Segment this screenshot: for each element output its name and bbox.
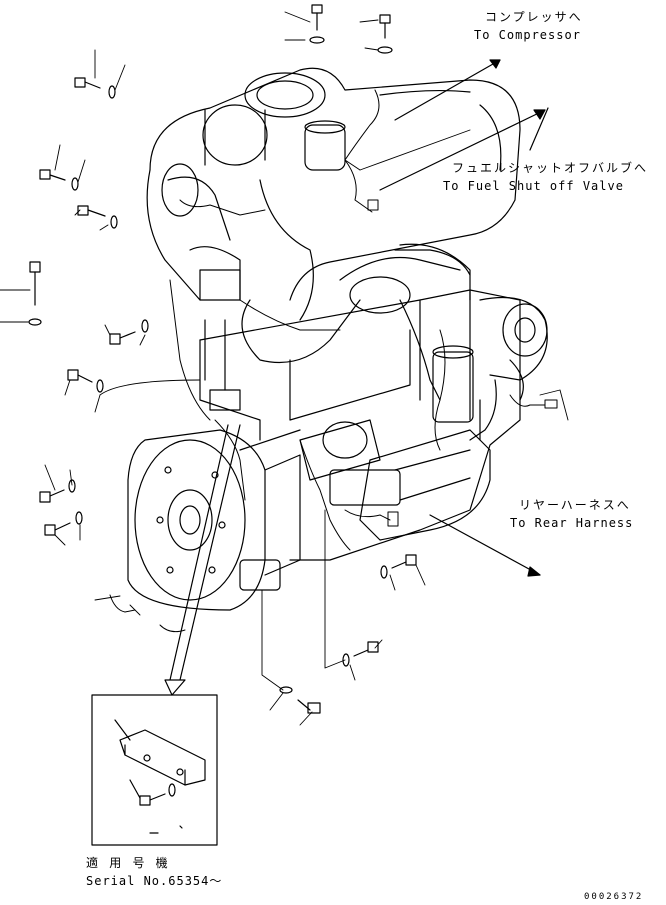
compressor-jp-label: コンプレッサへ xyxy=(485,10,583,24)
air-cleaner-cap xyxy=(202,104,268,166)
flywheel xyxy=(134,439,246,601)
detail-frame xyxy=(91,694,218,846)
serial-detail-box xyxy=(91,694,218,846)
wiring-harness xyxy=(109,89,558,633)
leader-lines xyxy=(0,11,569,726)
document-number: 00026372 xyxy=(584,892,644,902)
detail-bolt xyxy=(139,783,176,806)
engine-assembly xyxy=(127,67,548,611)
bracket xyxy=(119,729,206,786)
bolt-bottom-1 xyxy=(279,686,321,714)
turbo-pipe xyxy=(304,124,346,171)
bolt-left-6 xyxy=(39,479,76,503)
fuel-valve-en-label: To Fuel Shut off Valve xyxy=(443,179,624,193)
fasteners xyxy=(28,4,417,714)
oil-pan xyxy=(359,429,491,541)
bolt-left-2 xyxy=(39,169,79,191)
bolt-top-1 xyxy=(309,4,325,44)
rear-harness-jp-label: リヤーハーネスへ xyxy=(519,498,631,512)
bolt-top-2 xyxy=(377,14,393,54)
arrow-to-fuel-valve xyxy=(379,109,546,191)
bolt-right-1 xyxy=(380,554,417,579)
bolt-left-long xyxy=(28,261,42,326)
arrow-to-compressor xyxy=(394,59,501,121)
air-cleaner-housing xyxy=(149,67,521,301)
oil-filter xyxy=(432,351,474,423)
arrow-to-detail xyxy=(179,424,241,681)
arrow-to-rear-harness xyxy=(429,514,541,576)
engine-block xyxy=(199,289,521,561)
alternator xyxy=(502,303,548,357)
serial-jp-label: 適 用 号 機 xyxy=(86,856,170,870)
rear-harness-en-label: To Rear Harness xyxy=(510,516,634,530)
flywheel-housing xyxy=(127,429,266,611)
bolt-left-1 xyxy=(74,77,116,99)
bolt-left-5 xyxy=(67,369,104,393)
callout-arrows xyxy=(164,59,549,696)
bolt-left-7 xyxy=(44,511,83,536)
fuel-valve-jp-label: フュエルシャットオフバルブへ xyxy=(452,161,649,175)
bolt-left-3 xyxy=(77,205,118,229)
compressor-en-label: To Compressor xyxy=(474,28,581,42)
serial-en-label: Serial No.65354～ xyxy=(86,874,223,888)
bolt-right-2 xyxy=(342,641,379,667)
bolt-left-4 xyxy=(109,319,149,345)
